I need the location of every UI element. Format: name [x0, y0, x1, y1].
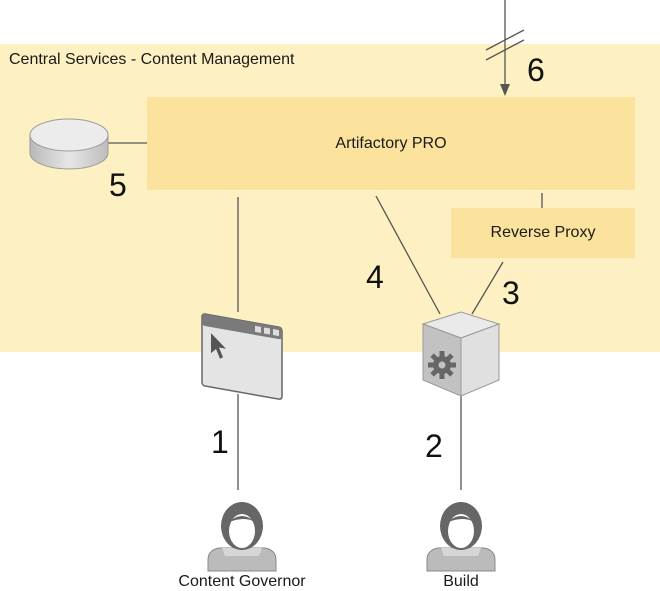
- build-person-icon: [426, 502, 496, 572]
- marker-2: 2: [425, 428, 443, 464]
- arrowhead-6: [500, 84, 510, 96]
- marker-6: 6: [527, 52, 545, 88]
- break-mark-b: [485, 39, 525, 61]
- build-server-gear-icon: [421, 311, 501, 397]
- content-governor-label: Content Governor: [178, 573, 306, 590]
- artifactory-pro-node: Artifactory PRO: [147, 97, 635, 190]
- build-label: Build: [443, 573, 479, 590]
- marker-1: 1: [211, 424, 229, 460]
- central-services-zone: [0, 44, 660, 352]
- content-governor-person-icon: [207, 502, 277, 572]
- marker-5: 5: [109, 167, 127, 203]
- database-icon: [29, 118, 109, 170]
- marker-4: 4: [366, 259, 384, 295]
- artifactory-label: Artifactory PRO: [335, 134, 447, 152]
- marker-3: 3: [502, 275, 520, 311]
- reverse-proxy-node: Reverse Proxy: [451, 208, 635, 258]
- zone-title: Central Services - Content Management: [9, 51, 295, 68]
- break-mark-a: [485, 29, 525, 51]
- reverse-proxy-label: Reverse Proxy: [490, 224, 596, 241]
- line-4-build-artifactory: [375, 195, 441, 315]
- line-3-build-proxy: [471, 261, 504, 315]
- browser-window-icon: [201, 313, 283, 400]
